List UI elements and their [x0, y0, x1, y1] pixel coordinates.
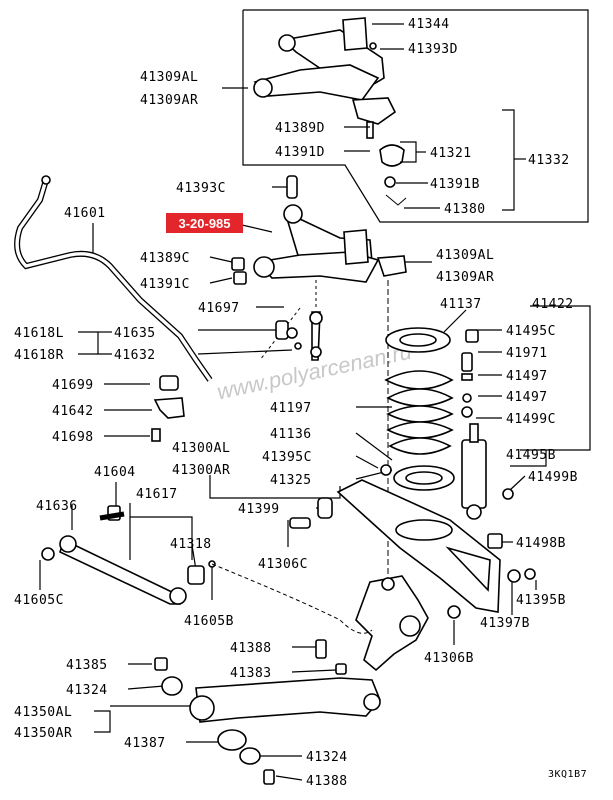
part-label: 41698	[52, 430, 94, 445]
part-label: 41618L	[14, 326, 64, 341]
diagram-code: 3KQ1B7	[548, 769, 587, 780]
upper-arm-main	[231, 175, 407, 580]
part-label: 41350AL	[14, 705, 72, 720]
knuckle	[355, 575, 429, 672]
part-label: 41309AL	[140, 70, 198, 85]
inset-upper-arm-lower-part	[253, 64, 380, 101]
inset-bump-stopper	[342, 17, 368, 51]
part-label: 41395B	[516, 593, 566, 608]
part-label: 41388	[230, 641, 272, 656]
part-label: 41137	[440, 297, 482, 312]
part-label: 41635	[114, 326, 156, 341]
part-label: 41495B	[506, 448, 556, 463]
part-label: 41306B	[424, 651, 474, 666]
part-label: 41604	[94, 465, 136, 480]
part-label: 41324	[66, 683, 108, 698]
lateral-rod	[41, 505, 373, 634]
part-label: 41318	[170, 537, 212, 552]
part-label: 41389D	[275, 121, 325, 136]
part-label: 41309AL	[436, 248, 494, 263]
lower-arm-assembly	[289, 479, 501, 675]
part-label: 41300AL	[172, 441, 230, 456]
inset-dust-boot	[379, 144, 405, 167]
inset-ball-joint	[351, 97, 397, 125]
stabilizer-bracket	[153, 397, 185, 419]
part-label: 41380	[444, 202, 486, 217]
part-label: 41605B	[184, 614, 234, 629]
trailing-arm-part	[195, 677, 381, 723]
link-bushing	[275, 320, 289, 340]
part-label: 41391C	[140, 277, 190, 292]
reference-badge[interactable]: 3-20-985	[166, 213, 243, 233]
part-label: 41306C	[258, 557, 308, 572]
part-label: 41321	[430, 146, 472, 161]
stabilizer-bushing	[159, 375, 179, 391]
part-label: 41332	[528, 153, 570, 168]
part-label: 41605C	[14, 593, 64, 608]
shock-absorber	[461, 439, 487, 509]
bracket-bolt	[151, 428, 161, 442]
part-label: 41383	[230, 666, 272, 681]
part-label: 41389C	[140, 251, 190, 266]
part-label: 41497	[506, 390, 548, 405]
part-label: 41495C	[506, 324, 556, 339]
inset-bolt-head	[369, 42, 377, 50]
reference-badge-text[interactable]: 3-20-985	[178, 216, 230, 231]
part-label: 41618R	[14, 348, 64, 363]
stabilizer-bar	[14, 175, 213, 382]
part-label: 41617	[136, 487, 178, 502]
inset-bushing-rear	[253, 78, 273, 98]
part-label: 41309AR	[140, 93, 198, 108]
part-label: 41197	[270, 401, 312, 416]
part-label: 41350AR	[14, 726, 72, 741]
part-label: 41300AR	[172, 463, 230, 478]
spring-and-shock	[380, 327, 536, 583]
coil-spring	[388, 437, 452, 455]
lateral-rod-arm	[59, 538, 182, 605]
inset-border	[242, 9, 589, 223]
part-label: 41387	[124, 736, 166, 751]
part-label: 41499C	[506, 412, 556, 427]
part-label: 41393C	[176, 181, 226, 196]
part-label: 41395C	[262, 450, 312, 465]
stabilizer-parts	[151, 280, 323, 442]
part-label: 41136	[270, 427, 312, 442]
part-label: 41391B	[430, 177, 480, 192]
lower-arm	[336, 479, 501, 613]
part-label: 41642	[52, 404, 94, 419]
part-label: 41399	[238, 502, 280, 517]
part-label: 41309AR	[436, 270, 494, 285]
part-labels: 41344 41393D 41309AL 41309AR 41389D 4139…	[14, 17, 587, 789]
reference-badge-box	[166, 213, 243, 233]
part-label: 41601	[64, 206, 106, 221]
part-label: 41636	[36, 499, 78, 514]
part-label: 41324	[306, 750, 348, 765]
part-label: 41699	[52, 378, 94, 393]
inset-stud	[366, 121, 374, 139]
part-label: 41344	[408, 17, 450, 32]
part-label: 41498B	[516, 536, 566, 551]
part-label: 41388	[306, 774, 348, 789]
part-label: 41499B	[528, 470, 578, 485]
part-label: 41325	[270, 473, 312, 488]
part-label: 41422	[532, 297, 574, 312]
trailing-arm	[154, 657, 381, 785]
part-label: 41385	[66, 658, 108, 673]
part-label: 41397B	[480, 616, 530, 631]
inset-cotter-pin	[385, 194, 407, 206]
part-label: 41393D	[408, 42, 458, 57]
part-label: 41497	[506, 369, 548, 384]
part-label: 41697	[198, 301, 240, 316]
inset-nut	[384, 176, 396, 188]
upper-arm-inset	[242, 9, 589, 223]
part-label: 41971	[506, 346, 548, 361]
part-label: 41391D	[275, 145, 325, 160]
part-label: 41632	[114, 348, 156, 363]
inset-bushing-front	[278, 34, 296, 52]
